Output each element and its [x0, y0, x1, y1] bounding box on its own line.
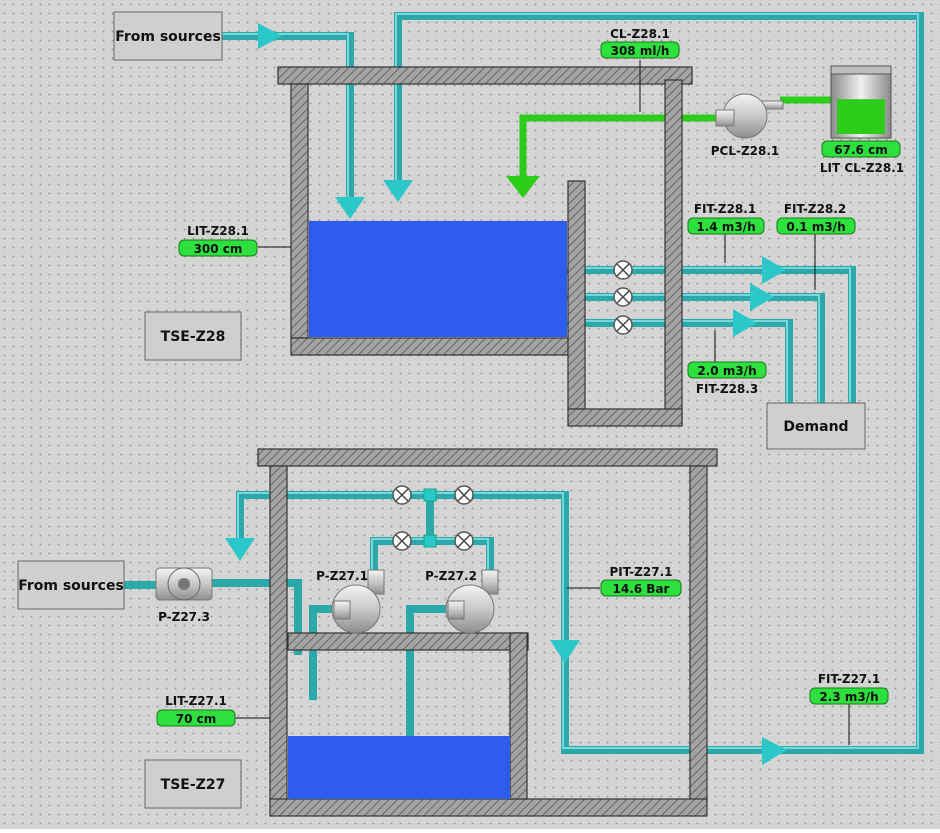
valve-icon[interactable] — [613, 315, 633, 335]
lit-cl-z28-1-value: 67.6 cm — [834, 143, 887, 157]
from-sources-top-label: From sources — [115, 29, 221, 45]
fit-z27-1-display[interactable] — [809, 687, 889, 705]
from-sources-bottom: From sources — [17, 560, 125, 610]
p-z27-2-tag: P-Z27.2 — [425, 569, 477, 583]
fit-z28-3-value: 2.0 m3/h — [697, 364, 756, 378]
manifold-junction — [423, 488, 437, 502]
valve-icon[interactable] — [392, 485, 412, 505]
lit-z28-1-value: 300 cm — [194, 242, 243, 256]
fit-z28-3-display[interactable] — [687, 361, 767, 379]
demand-box: Demand — [766, 402, 866, 450]
tank-tse-z28 — [277, 66, 693, 427]
demand-label: Demand — [783, 419, 848, 435]
p-z27-1-tag: P-Z27.1 — [316, 569, 368, 583]
fit-z28-3-tag: FIT-Z28.3 — [696, 382, 758, 396]
lit-z27-1-display[interactable] — [156, 709, 236, 727]
fit-z28-1-tag: FIT-Z28.1 — [694, 202, 756, 216]
pcl-z28-1-tag: PCL-Z28.1 — [711, 144, 780, 158]
pit-z27-1-display[interactable] — [600, 579, 682, 597]
fit-z28-1-value: 1.4 m3/h — [696, 220, 755, 234]
pit-z27-1-value: 14.6 Bar — [613, 582, 670, 596]
pump-p-z27-3-icon[interactable] — [155, 567, 213, 601]
fit-z27-1-tag: FIT-Z27.1 — [818, 672, 880, 686]
water-level-z27 — [288, 736, 510, 799]
pump-p-z27-2-icon[interactable] — [445, 569, 499, 634]
valve-icon[interactable] — [454, 485, 474, 505]
tank-label-tse-z28: TSE-Z28 — [144, 311, 242, 361]
cl-z28-1-tag: CL-Z28.1 — [610, 27, 670, 41]
valve-icon[interactable] — [613, 260, 633, 280]
fit-z28-2-value: 0.1 m3/h — [786, 220, 845, 234]
pit-z27-1-tag: PIT-Z27.1 — [610, 565, 673, 579]
lit-z27-1-value: 70 cm — [176, 712, 217, 726]
cl-z28-1-display[interactable] — [600, 41, 680, 59]
water-level-z28 — [309, 221, 567, 337]
manifold-junction — [423, 534, 437, 548]
valve-icon[interactable] — [454, 531, 474, 551]
chlorine-flow-arrow — [506, 176, 540, 198]
fit-z28-1-display[interactable] — [687, 217, 765, 235]
leader-lines — [235, 60, 850, 745]
lit-z27-1-tag: LIT-Z27.1 — [165, 694, 227, 708]
fit-z28-2-display[interactable] — [776, 217, 856, 235]
tank-tse-z28-label: TSE-Z28 — [161, 329, 226, 345]
from-sources-bottom-label: From sources — [18, 578, 124, 594]
lit-cl-z28-1-tag: LIT CL-Z28.1 — [820, 161, 904, 175]
chlorine-pump-icon[interactable] — [715, 93, 784, 139]
flow-arrows — [225, 23, 787, 765]
cl-z28-1-value: 308 ml/h — [611, 44, 670, 58]
valves — [392, 260, 633, 551]
fit-z27-1-value: 2.3 m3/h — [819, 690, 878, 704]
valve-icon[interactable] — [392, 531, 412, 551]
chlorine-level — [837, 99, 885, 134]
pipe-network — [124, 12, 924, 754]
lit-z28-1-tag: LIT-Z28.1 — [187, 224, 249, 238]
fit-z28-2-tag: FIT-Z28.2 — [784, 202, 846, 216]
lit-z28-1-display[interactable] — [178, 239, 258, 257]
chlorine-pipe — [519, 96, 840, 180]
pump-p-z27-1-icon[interactable] — [331, 569, 385, 634]
tank-label-tse-z27: TSE-Z27 — [144, 759, 242, 809]
tank-tse-z27-label: TSE-Z27 — [161, 777, 226, 793]
lit-cl-z28-1-display[interactable] — [821, 140, 901, 158]
p-z27-3-tag: P-Z27.3 — [158, 610, 210, 624]
valve-icon[interactable] — [613, 287, 633, 307]
chlorine-tank-icon — [830, 65, 892, 139]
from-sources-top: From sources — [113, 11, 223, 61]
tank-tse-z27 — [257, 448, 718, 817]
